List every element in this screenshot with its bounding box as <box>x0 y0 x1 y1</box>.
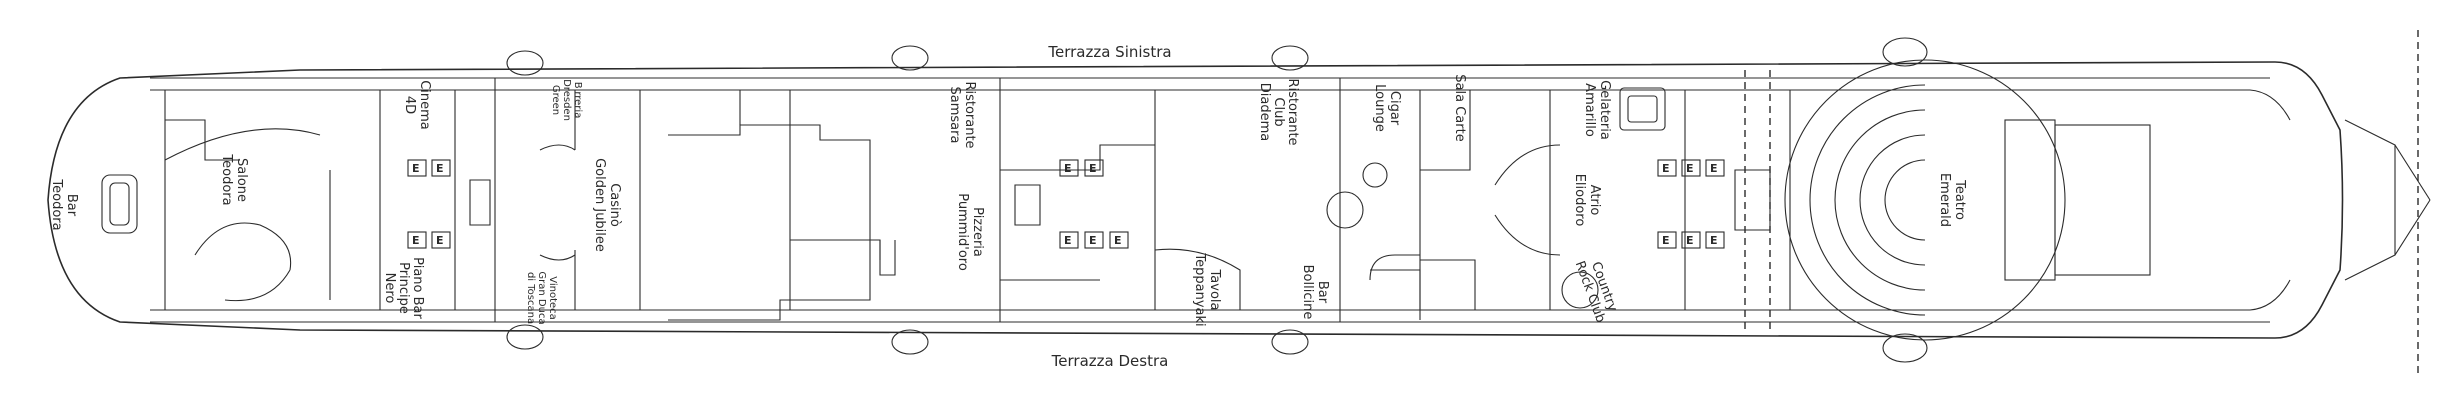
venue-casino-line1: Casinò <box>607 183 622 227</box>
venue-gelateria-line2: Amarillo <box>1582 83 1597 137</box>
venue-vinoteca-line1: Vinoteca <box>547 276 558 320</box>
svg-text:E: E <box>1710 234 1718 247</box>
svg-text:E: E <box>1064 234 1072 247</box>
venue-bar-teodora-line2: Teodora <box>49 178 64 230</box>
venue-casino-line2: Golden Jubilee <box>592 158 607 252</box>
teatro-emerald-seating <box>1784 59 2151 341</box>
venue-atrio-line2: Eliodoro <box>1572 174 1587 227</box>
venue-teatro-line2: Emerald <box>1937 173 1952 227</box>
svg-text:E: E <box>1089 234 1097 247</box>
venue-tavola-teppanyaki: Tavola Teppanyaki <box>1192 252 1222 326</box>
venue-piano-bar-line2: Principe <box>396 262 411 314</box>
venue-pizzeria-line2: Pummid'oro <box>955 193 970 271</box>
venue-cinema-4d-line2: 4D <box>402 96 417 114</box>
venue-vinoteca: Vinoteca Gran Duca di Toscana <box>525 271 558 324</box>
svg-text:E: E <box>1114 234 1122 247</box>
venue-pizzeria: Pizzeria Pummid'oro <box>955 193 985 271</box>
lifeboat-bumps <box>506 37 1928 363</box>
venue-salone-teodora-line2: Teodora <box>219 153 234 205</box>
svg-text:E: E <box>436 162 444 175</box>
venue-birreria-line3: Green <box>550 85 561 115</box>
salone-teodora-arcs <box>101 128 321 302</box>
venue-ristorante-samsara-line2: Samsara <box>947 87 962 144</box>
venue-bar-bollicine-line2: Bollicine <box>1300 265 1315 320</box>
bow-tip <box>2344 30 2431 375</box>
venue-cinema-4d-line1: Cinema <box>417 80 432 130</box>
venue-teatro: Teatro Emerald <box>1937 173 1967 227</box>
venue-piano-bar-line1: Piano Bar <box>410 257 425 319</box>
svg-text:E: E <box>1662 162 1670 175</box>
elevator-bank-mid: E E E E E <box>1059 159 1129 249</box>
venue-ristorante-club-diadema: Ristorante Club Diadema <box>1257 78 1300 145</box>
svg-text:E: E <box>1064 162 1072 175</box>
svg-text:E: E <box>1686 234 1694 247</box>
venue-cigar-lounge-line1: Cigar <box>1387 91 1402 126</box>
venue-piano-bar-line3: Nero <box>382 273 397 304</box>
svg-text:E: E <box>1089 162 1097 175</box>
venue-atrio-line1: Atrio <box>1587 185 1602 216</box>
elevator-bank-aft: E E E E <box>407 159 451 249</box>
venue-bar-teodora-line1: Bar <box>64 194 79 217</box>
venue-birreria: Birreria Dresden Green <box>550 79 583 121</box>
venue-ristorante-club-diadema-line3: Diadema <box>1257 83 1272 141</box>
svg-text:E: E <box>1710 162 1718 175</box>
svg-text:E: E <box>1662 234 1670 247</box>
venue-pizzeria-line1: Pizzeria <box>970 207 985 257</box>
svg-text:E: E <box>412 162 420 175</box>
venue-ristorante-club-diadema-line1: Ristorante <box>1285 78 1300 145</box>
venue-tavola-teppanyaki-line1: Tavola <box>1207 269 1222 311</box>
venue-birreria-line1: Birreria <box>572 82 583 119</box>
venue-tavola-teppanyaki-line2: Teppanyaki <box>1192 252 1207 326</box>
venue-gelateria-line1: Gelateria <box>1597 80 1612 140</box>
venue-bar-bollicine: Bar Bollicine <box>1300 265 1330 320</box>
venue-ristorante-club-diadema-line2: Club <box>1271 97 1286 126</box>
svg-text:E: E <box>436 234 444 247</box>
svg-text:E: E <box>1686 162 1694 175</box>
venue-gelateria: Gelateria Amarillo <box>1582 80 1612 140</box>
venue-birreria-line2: Dresden <box>561 79 572 121</box>
venue-bar-teodora: Bar Teodora <box>49 178 79 230</box>
venue-piano-bar: Piano Bar Principe Nero <box>382 257 425 319</box>
venue-cigar-lounge: Cigar Lounge <box>1372 84 1402 132</box>
interior-walls <box>150 78 2291 322</box>
venue-cigar-lounge-line2: Lounge <box>1372 84 1387 132</box>
terrazza-destra-label: Terrazza Destra <box>1051 352 1169 370</box>
venue-casino: Casinò Golden Jubilee <box>592 158 622 252</box>
section-dashes <box>1744 70 1771 330</box>
venue-salone-teodora: Salone Teodora <box>219 153 249 205</box>
venue-vinoteca-line3: di Toscana <box>525 272 536 324</box>
venue-sala-carte-line1: Sala Carte <box>1452 74 1467 141</box>
venue-teatro-line1: Teatro <box>1952 179 1967 220</box>
venue-vinoteca-line2: Gran Duca <box>536 271 547 324</box>
terrazza-sinistra-label: Terrazza Sinistra <box>1047 43 1171 61</box>
venue-bar-bollicine-line1: Bar <box>1315 281 1330 304</box>
venue-ristorante-samsara: Ristorante Samsara <box>947 81 977 148</box>
svg-text:E: E <box>412 234 420 247</box>
venue-cinema-4d: Cinema 4D <box>402 80 432 130</box>
venue-atrio: Atrio Eliodoro <box>1572 174 1602 227</box>
venue-ristorante-samsara-line1: Ristorante <box>962 81 977 148</box>
venue-country-club: Country Rock Club <box>1572 259 1620 325</box>
hull-outline <box>47 61 2344 339</box>
elevator-bank-fwd: E E E E E E <box>1657 159 1725 249</box>
elevator-banks: E E E E E E E E E E E E E E E <box>407 159 1725 249</box>
venue-sala-carte: Sala Carte <box>1452 74 1467 141</box>
venue-salone-teodora-line1: Salone <box>234 158 249 202</box>
